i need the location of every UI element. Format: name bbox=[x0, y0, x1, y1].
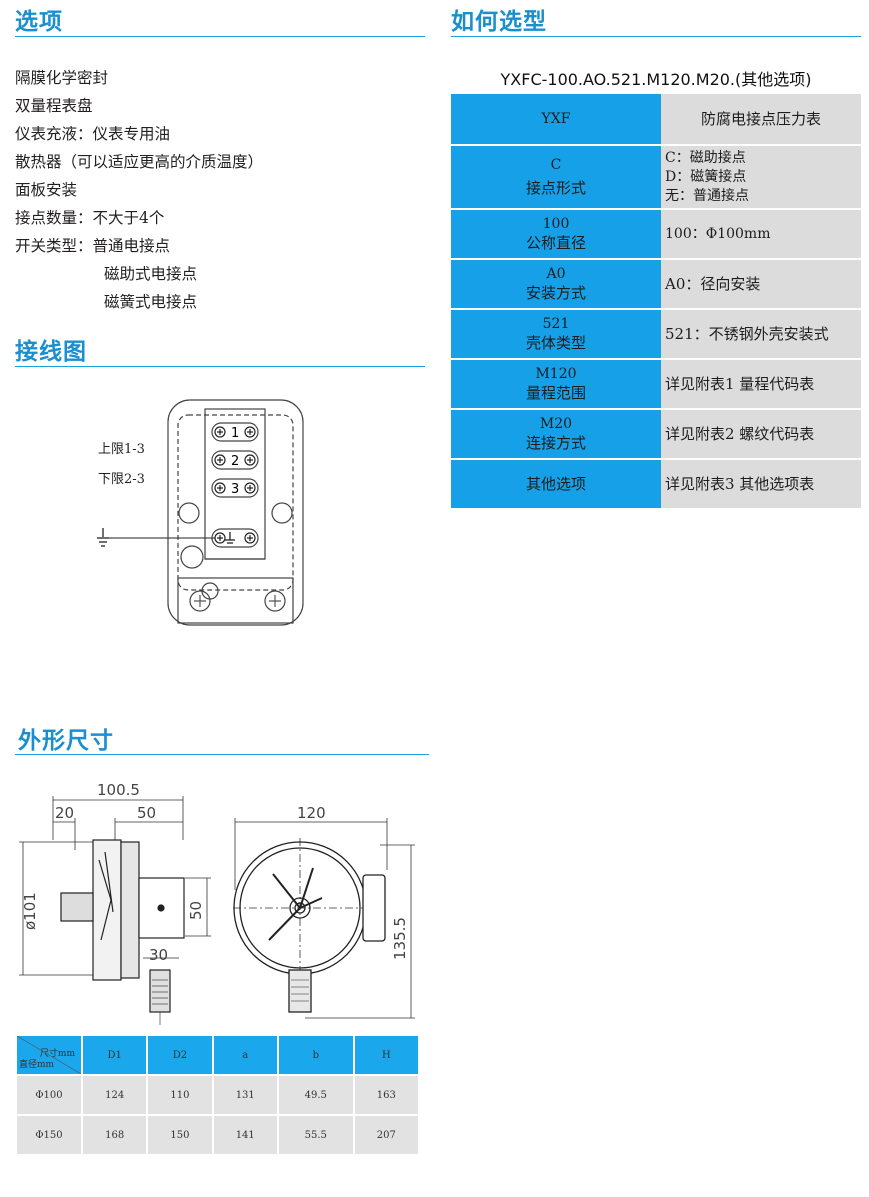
dim-20: 20 bbox=[55, 804, 74, 822]
table-cell: 168 bbox=[83, 1116, 147, 1154]
dim-dia-101: ø101 bbox=[21, 892, 39, 930]
dimensions-title: 外形尺寸 bbox=[18, 727, 114, 754]
table-cell: Φ100 bbox=[17, 1076, 81, 1114]
table-row: Φ150 168 150 141 55.5 207 bbox=[17, 1116, 418, 1154]
header-cell: D1 bbox=[83, 1036, 147, 1074]
dim-100-5: 100.5 bbox=[97, 781, 140, 799]
option-item: 磁簧式电接点 bbox=[104, 293, 198, 311]
corner-cell: 尺寸mm 直径mm bbox=[17, 1036, 81, 1074]
ground-symbol-icon bbox=[97, 528, 109, 547]
option-item: 面板安装 bbox=[15, 181, 78, 199]
options-title: 选项 bbox=[15, 8, 63, 35]
dim-135-5: 135.5 bbox=[391, 917, 409, 960]
row-desc: 100：Φ100mm bbox=[661, 210, 861, 258]
header-cell: D2 bbox=[148, 1036, 212, 1074]
selection-title: 如何选型 bbox=[451, 8, 547, 35]
selection-rule bbox=[451, 36, 861, 37]
row-desc: A0：径向安装 bbox=[661, 260, 861, 308]
table-cell: 124 bbox=[83, 1076, 147, 1114]
model-code: YXFC-100.AO.521.M120.M20.(其他选项) bbox=[500, 70, 812, 89]
header-cell: b bbox=[278, 1036, 353, 1074]
option-item: 双量程表盘 bbox=[15, 97, 93, 115]
option-item: 仪表充液：仪表专用油 bbox=[15, 125, 171, 143]
option-item: 磁助式电接点 bbox=[104, 265, 198, 283]
upper-limit-label: 上限1-3 bbox=[98, 442, 145, 457]
table-row: YXF 防腐电接点压力表 bbox=[451, 94, 861, 144]
wiring-diagram: 1 2 3 bbox=[97, 399, 304, 626]
ground-icon bbox=[225, 532, 235, 544]
table-row: 其他选项 详见附表3 其他选项表 bbox=[451, 460, 861, 508]
terminal-number: 1 bbox=[231, 426, 239, 441]
table-cell: 150 bbox=[148, 1116, 212, 1154]
row-key: YXF bbox=[451, 94, 661, 144]
option-item: 开关类型：普通电接点 bbox=[15, 237, 171, 255]
lower-limit-label: 下限2-3 bbox=[98, 472, 145, 487]
table-cell: Φ150 bbox=[17, 1116, 81, 1154]
table-header-row: 尺寸mm 直径mm D1 D2 a b H bbox=[17, 1036, 418, 1074]
table-cell: 163 bbox=[354, 1076, 418, 1114]
terminal-number: 3 bbox=[231, 482, 239, 497]
header-cell: H bbox=[354, 1036, 418, 1074]
row-key: 其他选项 bbox=[451, 460, 661, 508]
row-desc: 防腐电接点压力表 bbox=[661, 94, 861, 144]
table-cell: 131 bbox=[213, 1076, 277, 1114]
row-desc: 详见附表1 量程代码表 bbox=[661, 360, 861, 408]
table-cell: 207 bbox=[354, 1116, 418, 1154]
table-cell: 55.5 bbox=[278, 1116, 353, 1154]
table-cell: 141 bbox=[213, 1116, 277, 1154]
terminal-number: 2 bbox=[231, 454, 239, 469]
table-cell: 49.5 bbox=[278, 1076, 353, 1114]
header-cell: a bbox=[213, 1036, 277, 1074]
table-cell: 110 bbox=[148, 1076, 212, 1114]
dimensions-rule bbox=[15, 754, 429, 755]
option-item: 隔膜化学密封 bbox=[15, 69, 109, 87]
table-row: Φ100 124 110 131 49.5 163 bbox=[17, 1076, 418, 1114]
row-desc: 详见附表2 螺纹代码表 bbox=[661, 410, 861, 458]
terminal-screw-icon bbox=[194, 426, 281, 607]
wiring-rule bbox=[15, 366, 425, 367]
dim-120: 120 bbox=[297, 804, 326, 822]
option-item: 散热器（可以适应更高的介质温度） bbox=[15, 153, 264, 171]
row-desc: 521：不锈钢外壳安装式 bbox=[661, 310, 861, 358]
dim-30: 30 bbox=[149, 946, 168, 964]
dim-50-top: 50 bbox=[137, 804, 156, 822]
options-rule bbox=[15, 36, 425, 37]
side-view-drawing: 100.5 20 50 ø101 50 30 bbox=[19, 781, 211, 1025]
row-desc: 详见附表3 其他选项表 bbox=[661, 460, 861, 508]
dim-50-side: 50 bbox=[187, 901, 205, 920]
dimension-table: 尺寸mm 直径mm D1 D2 a b H Φ100 124 110 131 4… bbox=[15, 1034, 420, 1156]
wiring-title: 接线图 bbox=[15, 338, 87, 365]
front-view-drawing: 120 135.5 bbox=[233, 804, 415, 1019]
option-item: 接点数量：不大于4个 bbox=[15, 209, 165, 227]
